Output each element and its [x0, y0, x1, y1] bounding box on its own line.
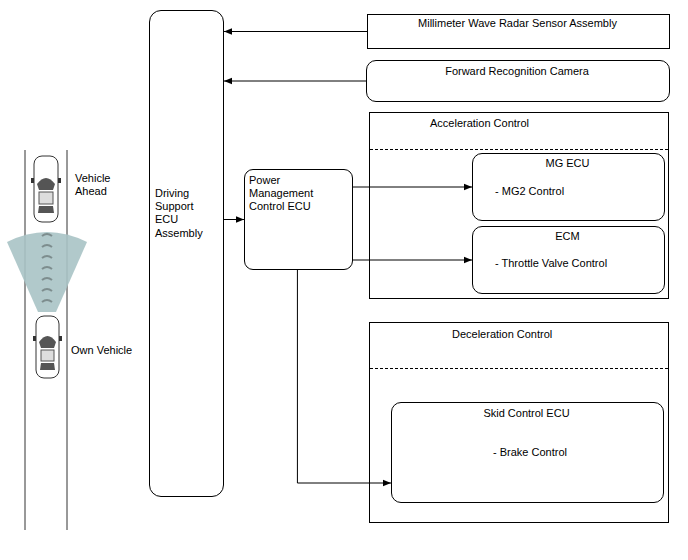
box-title: MG ECU	[473, 157, 662, 170]
ecu-box: Driving Support ECU Assembly	[149, 10, 224, 497]
car-windshield	[39, 336, 56, 348]
signal-arrow	[353, 187, 472, 188]
box-title: Deceleration Control	[452, 328, 652, 341]
box-title: Power Management Control ECU	[249, 174, 331, 214]
car-mirror	[31, 178, 34, 183]
radar-waves	[42, 234, 52, 302]
signal-arrow	[297, 270, 391, 483]
ecu-box: MG ECU - MG2 Control	[472, 153, 665, 221]
box-title: ECM	[473, 230, 662, 243]
car-roof	[39, 192, 53, 204]
ecu-box: Skid Control ECU - Brake Control	[391, 402, 664, 503]
box-function: - Throttle Valve Control	[495, 257, 655, 270]
radar-wave	[42, 300, 52, 302]
box-title: Skid Control ECU	[392, 407, 661, 420]
box-function: - MG2 Control	[495, 185, 655, 198]
car-mirror	[33, 336, 36, 341]
radar-wave	[42, 234, 52, 236]
car-body	[36, 316, 59, 378]
radar-cone	[7, 232, 87, 312]
signal-arrow	[224, 219, 244, 220]
box-title: Acceleration Control	[430, 117, 610, 130]
car-windshield	[37, 178, 55, 190]
dashed-divider	[370, 149, 668, 150]
ecu-box: Power Management Control ECU	[244, 169, 353, 270]
signal-arrow	[353, 260, 472, 261]
road-edge	[67, 150, 68, 530]
box-function: - Brake Control	[493, 446, 653, 459]
radar-wave	[42, 289, 52, 291]
road-edge	[25, 150, 26, 530]
vehicle-ahead-car	[31, 156, 61, 222]
radar-wave	[42, 278, 52, 280]
car-mirror	[59, 336, 62, 341]
dashed-divider	[370, 368, 668, 369]
ecu-box: ECM - Throttle Valve Control	[472, 226, 665, 294]
car-roof	[41, 350, 54, 361]
vehicle-label: Vehicle Ahead	[75, 172, 119, 198]
vehicle-label: Own Vehicle	[71, 344, 147, 357]
radar-wave	[42, 245, 52, 247]
signal-arrow	[224, 81, 366, 82]
box-title: Driving Support ECU Assembly	[155, 187, 219, 240]
own-vehicle-car	[33, 316, 62, 378]
control-group-band: Deceleration ControlSkid Control ECU - Br…	[369, 322, 669, 523]
control-group-band: Acceleration Control MG ECU - MG2 ControlE…	[369, 112, 669, 299]
box-title: Millimeter Wave Radar Sensor Assembly	[368, 17, 667, 30]
car-body	[34, 156, 58, 222]
car-rear-window	[40, 363, 55, 370]
car-rear-window	[38, 206, 54, 213]
ecu-box: Millimeter Wave Radar Sensor Assembly	[367, 14, 670, 49]
radar-wave	[42, 256, 52, 258]
ecu-box: Forward Recognition Camera	[366, 60, 670, 102]
radar-wave	[42, 267, 52, 269]
car-mirror	[58, 178, 61, 183]
box-title: Forward Recognition Camera	[367, 65, 667, 78]
signal-arrow	[224, 31, 367, 32]
